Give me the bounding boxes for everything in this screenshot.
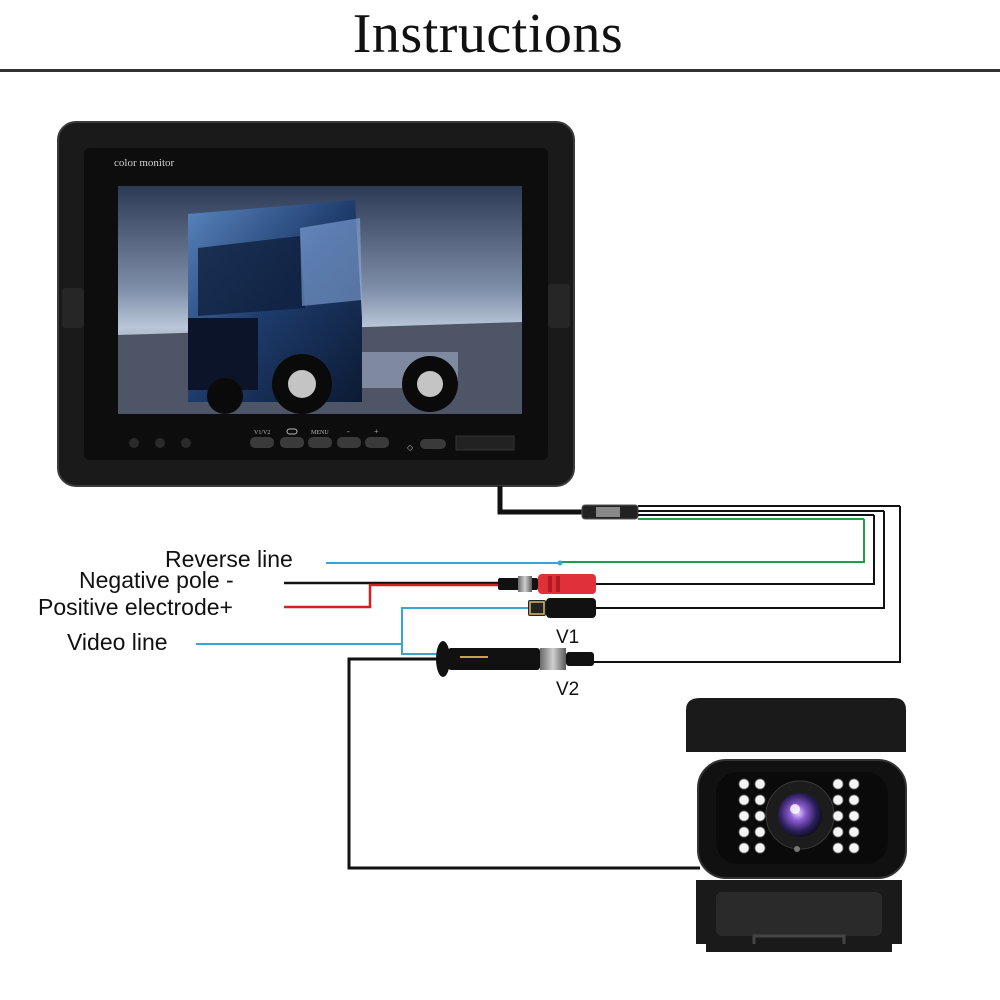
camera-lens [778, 793, 822, 837]
video-line-leader-v2 [401, 644, 440, 655]
video-line-label: Video line [67, 629, 168, 655]
power-button[interactable] [280, 437, 304, 448]
monitor-side-tab-right [548, 284, 570, 328]
reverse-line-label: Reverse line [165, 546, 293, 572]
v1-wire-harness [596, 511, 885, 609]
v2-plug-tail [566, 652, 594, 666]
minus-button[interactable] [337, 437, 361, 448]
camera-light-sensor [794, 846, 800, 852]
positive-electrode-leader [284, 583, 498, 609]
menu-button-label: MENU [311, 430, 329, 436]
auxiliary-button[interactable] [420, 439, 446, 449]
monitor-side-tab-left [62, 288, 84, 328]
monitor-control-buttons: V1/V2 MENU - + ◇ [129, 427, 515, 452]
positive-electrode-label: Positive electrode+ [38, 594, 233, 620]
v2-metal-coupler [540, 648, 566, 670]
page-title: Instructions [352, 3, 624, 65]
title-divider [0, 69, 1000, 72]
backup-camera [686, 698, 907, 952]
ir-receiver-window [455, 435, 515, 451]
v1v2-button-label: V1/V2 [254, 430, 270, 436]
power-icon [286, 428, 298, 435]
minus-button-label: - [347, 427, 350, 436]
power-connector [498, 574, 596, 594]
monitor: color monitor V1/V2 MENU - + ◇ [57, 121, 575, 487]
v2-wire-harness [594, 506, 901, 663]
monitor-indicator-dot [129, 438, 139, 448]
power-jack-red [538, 574, 596, 594]
camera-bracket-plate [716, 892, 882, 936]
plus-button[interactable] [365, 437, 389, 448]
aviation-connector-collar [596, 507, 620, 517]
truck-image [118, 200, 522, 414]
camera-cable [347, 657, 700, 870]
video-line-leader-v1 [196, 607, 538, 645]
diamond-icon: ◇ [407, 443, 414, 452]
menu-button[interactable] [308, 437, 332, 448]
v1v2-button[interactable] [250, 437, 274, 448]
monitor-indicator-dot [155, 438, 165, 448]
v2-port-label: V2 [556, 679, 580, 700]
label-leaders [196, 560, 563, 655]
camera-ir-leds [738, 778, 860, 854]
negative-wire-harness [594, 515, 875, 585]
cable-harness [497, 486, 901, 663]
monitor-brand-label: color monitor [114, 157, 175, 169]
v1-plug-body [546, 598, 596, 618]
plus-button-label: + [374, 427, 379, 436]
monitor-cable [497, 486, 583, 515]
v1-plug-head [528, 600, 546, 616]
reverse-wire-green [560, 519, 865, 563]
v1-port-label: V1 [556, 627, 580, 648]
v1-connector [528, 598, 596, 618]
negative-pole-label: Negative pole - [79, 567, 234, 593]
camera-sun-shield [686, 698, 906, 752]
v2-cable-body [448, 648, 540, 670]
monitor-indicator-dot [181, 438, 191, 448]
power-plug-tip [518, 576, 532, 592]
